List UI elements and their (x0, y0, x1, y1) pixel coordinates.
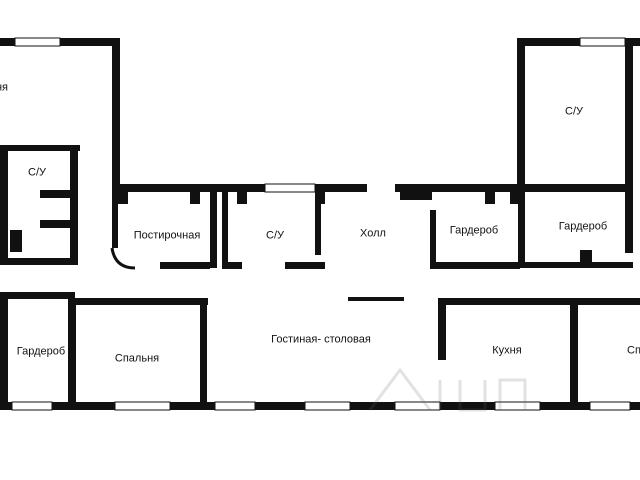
door-arc (110, 247, 136, 270)
room-label-wardrobe-right: Гардероб (558, 220, 608, 233)
room-label-bath-right: С/У (565, 105, 583, 118)
room-label-bedroom-top-left: ня (0, 81, 9, 94)
room-label-bath-left: С/У (28, 166, 46, 179)
room-label-bedroom-right: Сп (627, 344, 640, 357)
room-label-laundry: Постирочная (133, 229, 201, 242)
watermark-logo (368, 367, 527, 412)
walls (0, 38, 640, 410)
room-label-bath-center: С/У (266, 229, 284, 242)
room-label-bedroom: Спальня (114, 352, 160, 365)
room-label-wardrobe-center: Гардероб (449, 224, 499, 237)
room-label-hall: Холл (360, 227, 386, 240)
windows (11, 37, 631, 411)
room-label-kitchen: Кухня (492, 344, 522, 357)
room-label-wardrobe-left: Гардероб (16, 345, 66, 358)
room-label-living-dining: Гостиная- столовая (271, 333, 371, 346)
